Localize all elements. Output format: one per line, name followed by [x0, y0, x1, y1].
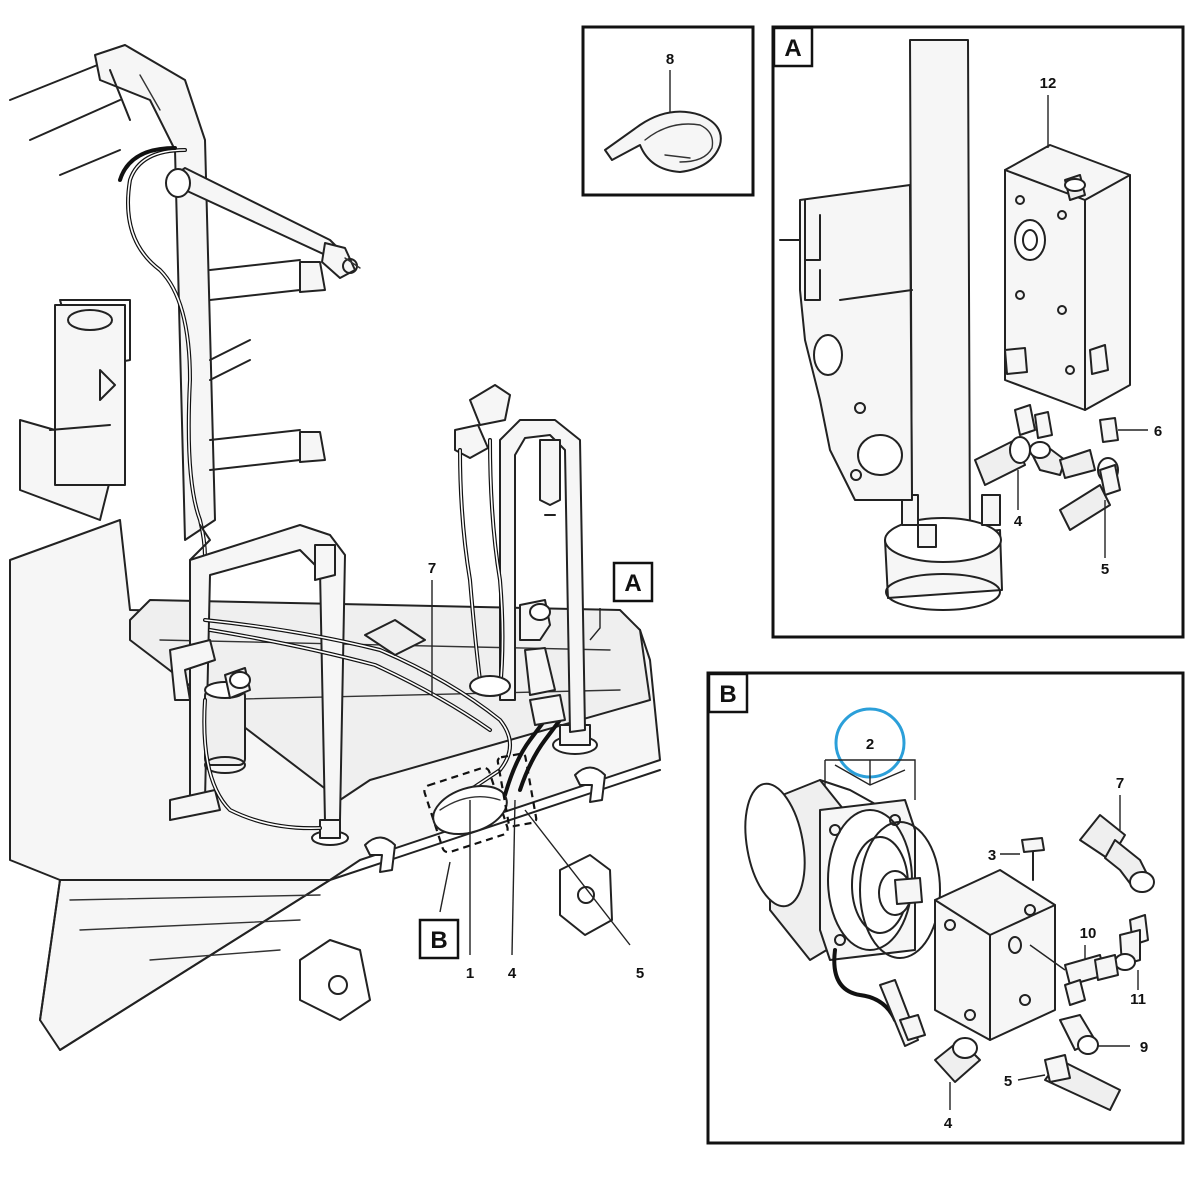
lug-right: [559, 854, 613, 936]
callout-main-1: 1: [466, 965, 474, 982]
cable-run-main: [203, 618, 562, 797]
callout-b-10: 10: [1080, 925, 1097, 942]
callout-main-4: 4: [508, 965, 517, 982]
detail-a-column: [909, 39, 971, 541]
callout-b-3: 3: [988, 847, 996, 864]
clamp-right: [574, 766, 606, 803]
electric-motor: [744, 779, 941, 961]
view-label-detail-a: A: [784, 35, 801, 62]
callout-b-4: 4: [944, 1115, 953, 1132]
view-label-detail-b: B: [719, 681, 736, 708]
pump-block: [934, 869, 1056, 1041]
detail-a: A: [771, 25, 1185, 639]
center-valve: [519, 599, 566, 726]
clamp-left: [364, 836, 396, 873]
upper-valve-assembly: [454, 384, 511, 697]
svg-text:B: B: [430, 927, 447, 954]
detail-b: B 2: [706, 671, 1185, 1145]
cable-run-left: [118, 146, 207, 592]
callout-main-5: 5: [636, 965, 644, 982]
view-label-main-b: B: [418, 918, 460, 960]
callout-b-5: 5: [1004, 1073, 1012, 1090]
callout-a-5: 5: [1101, 561, 1109, 578]
callout-b-7: 7: [1116, 775, 1124, 792]
callout-detail-8: 8: [666, 51, 674, 68]
lug-left: [299, 939, 371, 1021]
callout-b-11: 11: [1130, 991, 1146, 1008]
right-handle-tube: [499, 419, 586, 733]
callout-b-2: 2: [866, 736, 874, 753]
main-assembly: 7 1 4 5 A B: [9, 44, 661, 1051]
cable-tie-icon: [604, 110, 722, 173]
accumulator: [204, 667, 251, 774]
view-label-main-a: A: [612, 561, 654, 603]
callout-main-7: 7: [428, 560, 436, 577]
cover-plate: [364, 619, 426, 656]
tank-12: [1004, 144, 1131, 411]
callout-a-6: 6: [1154, 423, 1162, 440]
callout-b-9: 9: [1140, 1039, 1148, 1056]
callout-a-4: 4: [1014, 513, 1023, 530]
callout-a-12: 12: [1040, 75, 1057, 92]
svg-text:A: A: [624, 570, 641, 597]
detail-cable-tie: 8: [581, 25, 755, 197]
